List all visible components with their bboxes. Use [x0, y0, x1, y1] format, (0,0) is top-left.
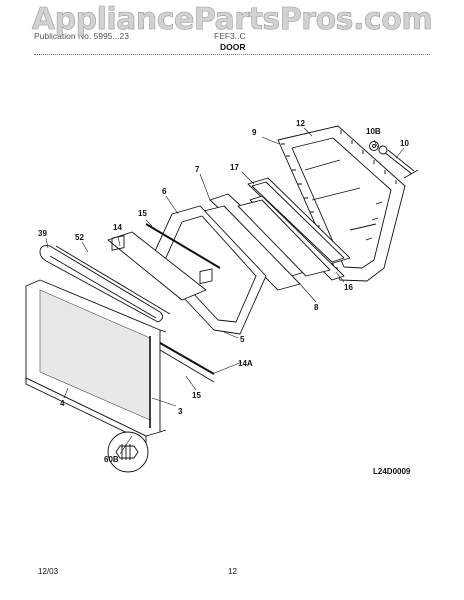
part-60b-screw-callout: [107, 431, 149, 473]
part-14-inner-panel: [107, 231, 213, 301]
page-number: 12: [228, 567, 237, 576]
callout-14a: 14A: [238, 359, 253, 368]
callout-52: 52: [75, 233, 84, 242]
callout-8: 8: [314, 303, 319, 312]
callout-60b: 60B: [104, 455, 119, 464]
callout-14: 14: [113, 223, 122, 232]
callout-4: 4: [60, 399, 65, 408]
callout-39: 39: [38, 229, 47, 238]
callout-5: 5: [240, 335, 245, 344]
callout-6: 6: [162, 187, 167, 196]
part-8-glass-panel: [237, 199, 331, 277]
diagram-code: L24D0009: [373, 467, 411, 476]
callout-15-top: 15: [138, 209, 147, 218]
callout-10b: 10B: [366, 127, 381, 136]
callout-10: 10: [400, 139, 409, 148]
part-10-screw: [378, 145, 419, 179]
page-title: DOOR: [220, 42, 246, 52]
model-number: FEF3..C: [214, 31, 246, 41]
callout-17: 17: [230, 163, 239, 172]
part-39-handle: [39, 245, 171, 323]
callout-3: 3: [178, 407, 183, 416]
part-10b-washer: [369, 141, 379, 151]
callout-15-bottom: 15: [192, 391, 201, 400]
publication-number: Publication No. 5995...23: [34, 31, 129, 41]
callout-16: 16: [344, 283, 353, 292]
part-4-outer-door-panel: [25, 279, 167, 443]
callout-7: 7: [195, 165, 200, 174]
part-15-top-trim: [145, 223, 221, 269]
part-15-bottom-trim: [149, 343, 215, 383]
callout-12: 12: [296, 119, 305, 128]
header-divider: [34, 54, 430, 55]
footer-date: 12/03: [38, 567, 59, 576]
callout-9: 9: [252, 128, 257, 137]
